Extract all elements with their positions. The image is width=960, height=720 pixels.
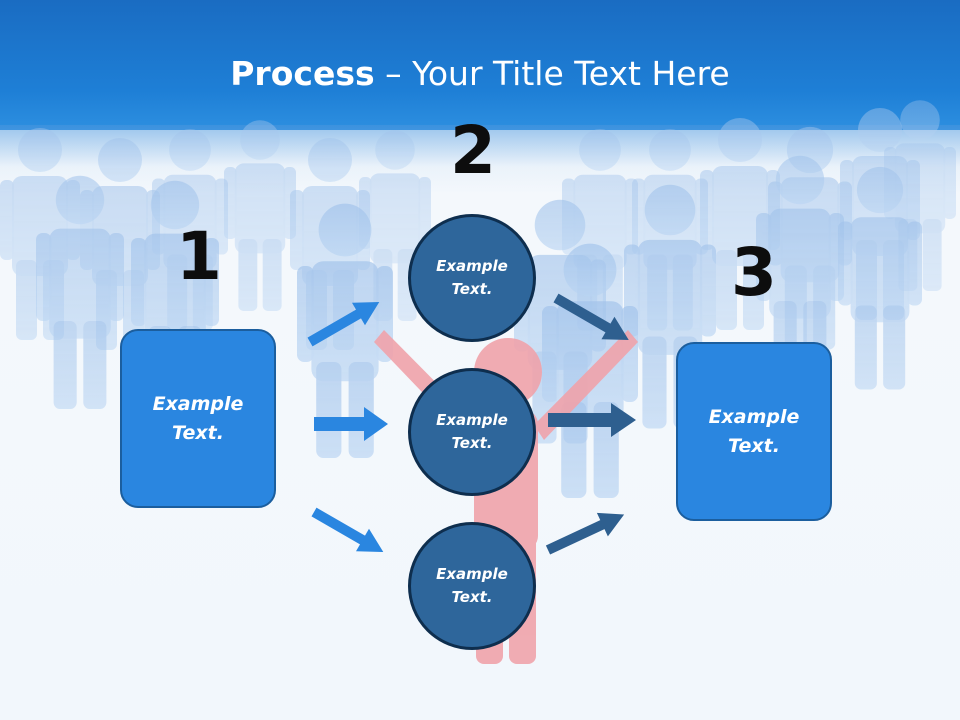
title-rest: – Your Title Text Here bbox=[374, 54, 730, 93]
page-title: Process – Your Title Text Here bbox=[0, 52, 960, 96]
arrow-group-right bbox=[545, 293, 636, 555]
step-1-box: Example Text. bbox=[120, 329, 276, 508]
arrow-lower-right bbox=[545, 512, 625, 555]
circle-bottom-text: Example Text. bbox=[436, 565, 508, 606]
step-2-circle-top: Example Text. bbox=[408, 214, 536, 342]
arrow-middle-left bbox=[314, 407, 388, 441]
circle-top-text: Example Text. bbox=[436, 257, 508, 298]
step-number-3: 3 bbox=[731, 234, 777, 311]
arrow-lower-left bbox=[311, 507, 384, 552]
step-3-box: Example Text. bbox=[676, 342, 832, 521]
step-2-circle-bottom: Example Text. bbox=[408, 522, 536, 650]
step-number-1: 1 bbox=[176, 218, 222, 295]
arrow-middle-right bbox=[548, 403, 636, 437]
circle-middle-text: Example Text. bbox=[436, 411, 508, 452]
arrow-upper-left bbox=[307, 302, 380, 347]
arrow-upper-right bbox=[553, 293, 629, 340]
title-strong: Process bbox=[230, 54, 375, 93]
arrow-group-left bbox=[307, 302, 388, 552]
step-1-text: Example Text. bbox=[152, 392, 244, 444]
step-3-text: Example Text. bbox=[708, 405, 800, 457]
crowd-person-figure bbox=[838, 166, 922, 390]
step-number-2: 2 bbox=[450, 112, 496, 189]
crowd-person-figure bbox=[36, 175, 124, 409]
step-2-circle-middle: Example Text. bbox=[408, 368, 536, 496]
title-bar bbox=[0, 0, 960, 130]
